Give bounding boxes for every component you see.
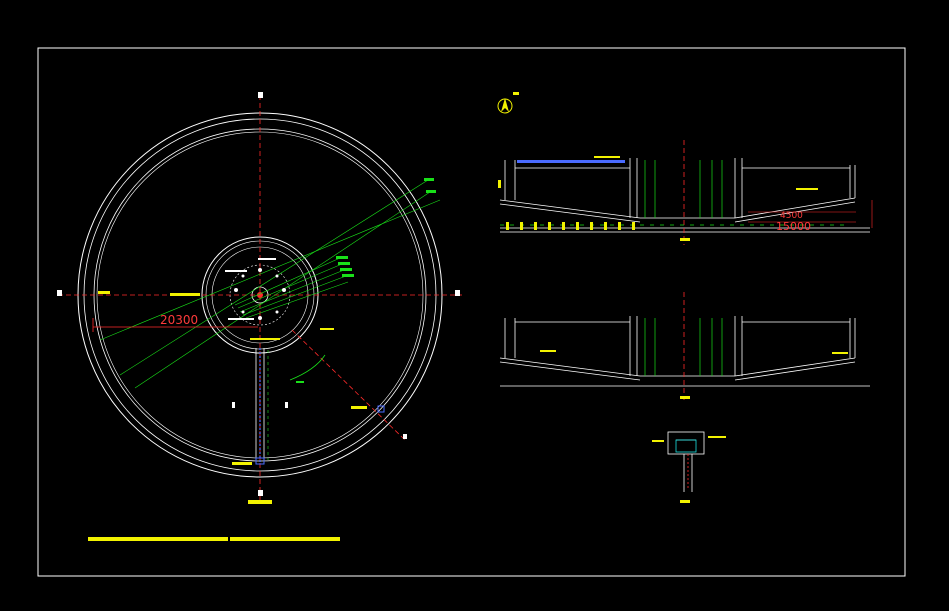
centerline-diagonal xyxy=(291,329,406,441)
design-note-text xyxy=(88,537,228,541)
design-note-text-2 xyxy=(230,537,340,541)
radial-leaders xyxy=(99,179,441,389)
radius-dimension-text: 20300 xyxy=(160,313,198,327)
section-1-1 xyxy=(499,158,870,233)
arc-tag xyxy=(296,381,304,383)
section-1-dimensions: 4500 15000 xyxy=(748,200,873,233)
section-markers xyxy=(57,92,460,496)
plan-title-label xyxy=(248,500,272,504)
detail-section xyxy=(667,431,705,492)
section-2-2 xyxy=(499,316,870,387)
section-1-dim-b: 15000 xyxy=(776,220,811,233)
section-2-tags xyxy=(540,350,848,399)
outlet-channel xyxy=(232,348,269,465)
leader-tags xyxy=(336,178,436,277)
section-1-rebar-marks xyxy=(498,156,818,241)
section-2-green-leaders xyxy=(644,318,723,376)
drawing-frame xyxy=(37,47,906,577)
center-annotations xyxy=(170,258,334,340)
detail-tag-right xyxy=(708,436,726,438)
plan-view: 20300 xyxy=(57,92,462,504)
detail-cyan-wall xyxy=(675,439,697,453)
north-arrow-icon xyxy=(497,92,519,114)
diag-marker xyxy=(377,405,385,413)
diag-marker-2 xyxy=(351,406,367,409)
left-axis-tag xyxy=(98,291,110,294)
section-1-blue-launder xyxy=(517,160,625,163)
section-1-green-leaders xyxy=(500,160,850,226)
detail-tag-left xyxy=(652,440,664,442)
section-1-dim-a: 4500 xyxy=(780,211,803,221)
angle-arc xyxy=(289,354,326,381)
detail-title-label xyxy=(680,500,690,503)
